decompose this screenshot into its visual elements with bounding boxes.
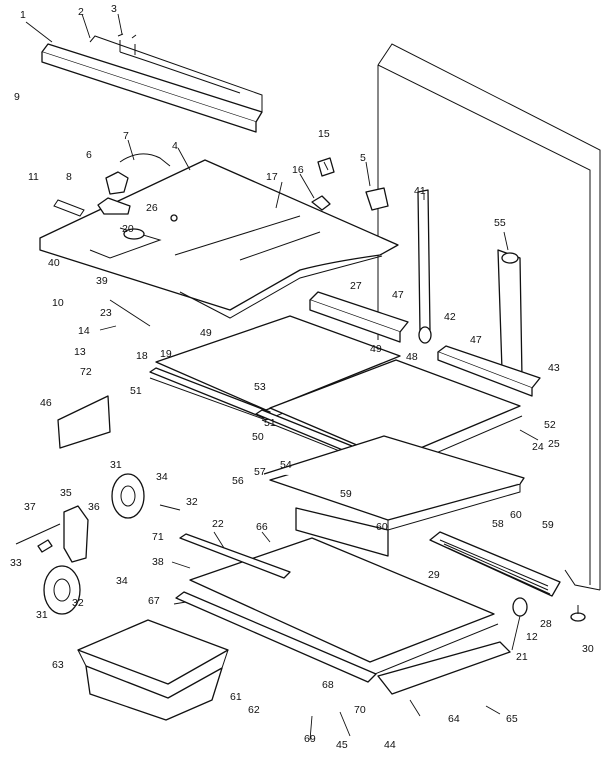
callout-52: 52: [544, 419, 556, 431]
callout-45: 45: [336, 739, 348, 751]
callout-35: 35: [60, 487, 72, 499]
callout-54: 54: [280, 459, 292, 471]
callout-10: 10: [52, 297, 64, 309]
callout-4: 4: [172, 140, 178, 152]
callout-26: 26: [146, 202, 158, 214]
leader-lines: [25, 13, 539, 741]
callout-57: 57: [254, 466, 266, 478]
callout-2: 2: [78, 6, 84, 18]
callout-39: 39: [96, 275, 108, 287]
callout-42: 42: [444, 311, 456, 323]
upper-cover: [39, 159, 399, 319]
callout-21: 21: [516, 651, 528, 663]
grille: [429, 531, 561, 597]
callout-3: 3: [111, 3, 117, 15]
callout-24: 24: [532, 441, 544, 453]
callout-60a: 60: [376, 521, 388, 533]
callout-59b: 59: [542, 519, 554, 531]
callout-49b: 49: [370, 343, 382, 355]
callout-9: 9: [14, 91, 20, 103]
callout-36: 36: [88, 501, 100, 513]
callout-71: 71: [152, 531, 164, 543]
fan-motor-assembly: [97, 153, 171, 215]
callout-30: 30: [582, 643, 594, 655]
callout-34b: 34: [116, 575, 128, 587]
callout-50: 50: [252, 431, 264, 443]
callout-12: 12: [526, 631, 538, 643]
cabinet-outline: [377, 43, 601, 591]
callout-41: 41: [414, 185, 426, 197]
shelf-rails: [309, 291, 541, 397]
callout-67: 67: [148, 595, 160, 607]
callout-20: 20: [122, 223, 134, 235]
callout-40: 40: [48, 257, 60, 269]
shelf-left: [149, 315, 401, 421]
callout-48: 48: [406, 351, 418, 363]
drawer-pan: [77, 619, 229, 721]
callout-55: 55: [494, 217, 506, 229]
callout-5: 5: [360, 152, 366, 164]
callout-14: 14: [78, 325, 90, 337]
callout-66: 66: [256, 521, 268, 533]
callout-28: 28: [540, 618, 552, 630]
callout-72: 72: [80, 366, 92, 378]
callout-62: 62: [248, 704, 260, 716]
callout-15: 15: [318, 128, 330, 140]
callout-47b: 47: [470, 334, 482, 346]
callout-29: 29: [428, 569, 440, 581]
callout-23: 23: [100, 307, 112, 319]
callout-17: 17: [266, 171, 278, 183]
callout-18: 18: [136, 350, 148, 362]
callout-6: 6: [86, 149, 92, 161]
callout-31b: 31: [36, 609, 48, 621]
callout-labels: 1 2 3 9 4 5 6 7 8 10 11 12 13 14 15 16 1…: [10, 3, 594, 751]
callout-19: 19: [160, 348, 172, 360]
callout-53: 53: [254, 381, 266, 393]
callout-7: 7: [123, 130, 129, 142]
callout-69: 69: [304, 733, 316, 745]
callout-68: 68: [322, 679, 334, 691]
callout-44: 44: [384, 739, 396, 751]
callout-16: 16: [292, 164, 304, 176]
callout-1: 1: [20, 9, 26, 21]
callout-60b: 60: [510, 509, 522, 521]
rods: [179, 533, 291, 579]
callout-31a: 31: [110, 459, 122, 471]
callout-25: 25: [548, 438, 560, 450]
callout-49a: 49: [200, 327, 212, 339]
callout-58: 58: [492, 518, 504, 530]
callout-8: 8: [66, 171, 72, 183]
callout-13: 13: [74, 346, 86, 358]
callout-61: 61: [230, 691, 242, 703]
callout-37: 37: [24, 501, 36, 513]
callout-43: 43: [548, 362, 560, 374]
callout-34a: 34: [156, 471, 168, 483]
callout-46: 46: [40, 397, 52, 409]
callout-11: 11: [28, 171, 39, 183]
bracket-46: [57, 395, 111, 449]
callout-32a: 32: [186, 496, 198, 508]
callout-65: 65: [506, 713, 518, 725]
callout-70: 70: [354, 704, 366, 716]
crisper-frame: [263, 435, 525, 557]
top-rail: [41, 33, 263, 133]
callout-47a: 47: [392, 289, 404, 301]
callout-51b: 51: [264, 417, 276, 429]
vertical-tube: [417, 189, 432, 344]
callout-27: 27: [350, 280, 362, 292]
side-bracket: [497, 249, 523, 379]
callout-51a: 51: [130, 385, 142, 397]
lower-shelf: [175, 537, 511, 695]
callout-38: 38: [152, 556, 164, 568]
callout-64: 64: [448, 713, 460, 725]
callout-33: 33: [10, 557, 22, 569]
callout-63: 63: [52, 659, 64, 671]
callout-22: 22: [212, 518, 224, 530]
callout-32b: 32: [72, 597, 84, 609]
callout-56: 56: [232, 475, 244, 487]
hinge-assembly: [15, 473, 181, 615]
callout-59a: 59: [340, 488, 352, 500]
